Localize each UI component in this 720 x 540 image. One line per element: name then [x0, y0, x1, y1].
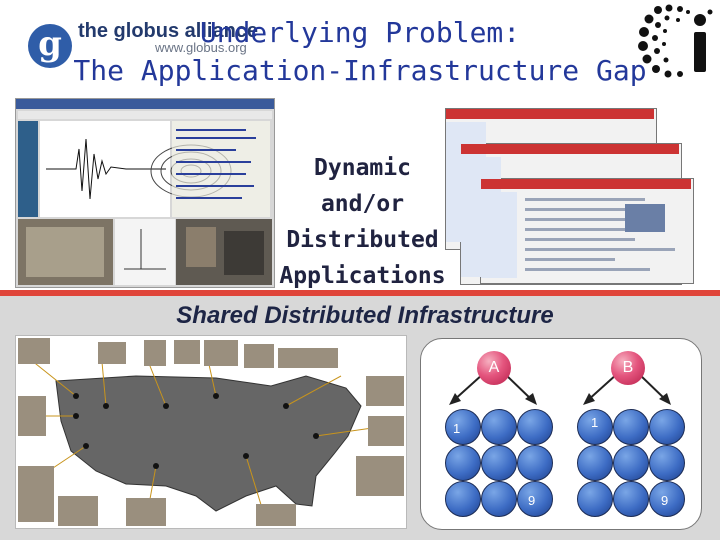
label-line-4: Applications [279, 263, 446, 289]
group-a-last-index: 9 [528, 493, 536, 508]
pool-cell [577, 481, 613, 517]
slide-title-line2: The Application-Infrastructure Gap [73, 54, 647, 87]
pool-cell [577, 445, 613, 481]
pool-cell [613, 481, 649, 517]
pool-arrows [449, 373, 671, 405]
us-map-illustration [18, 338, 404, 526]
pool-cell [649, 445, 685, 481]
dynamic-applications-label: Dynamic and/or Distributed Applications [270, 150, 455, 294]
web-portal-images [446, 109, 691, 278]
group-b-first-index: 1 [591, 415, 599, 430]
pool-cell [517, 409, 553, 445]
section-divider [0, 290, 720, 296]
pool-cell [649, 409, 685, 445]
label-line-3: Distributed [286, 227, 439, 253]
pool-cell [481, 445, 517, 481]
label-line-2: and/or [320, 191, 405, 217]
pool-cell [517, 481, 553, 517]
pool-cell [481, 481, 517, 517]
pool-cell [481, 409, 517, 445]
pool-cell [649, 481, 685, 517]
ci-logo-icon [638, 4, 713, 78]
seismic-app-screenshot [15, 98, 275, 288]
pool-cell [577, 409, 613, 445]
globus-logo-text: the globus alliance [78, 20, 259, 42]
group-a-bubble: A [477, 351, 511, 385]
resource-pool-diagram: A B 1 9 1 9 [420, 338, 702, 530]
group-b-last-index: 9 [661, 493, 669, 508]
group-a-first-index: 1 [453, 421, 461, 436]
pool-cell [613, 409, 649, 445]
seismic-app-image [16, 99, 274, 285]
pool-cell [445, 481, 481, 517]
group-b-bubble: B [611, 351, 645, 385]
us-map-image [15, 335, 407, 529]
globus-logo-icon: g [28, 24, 72, 68]
pool-cell [517, 445, 553, 481]
label-line-1: Dynamic [314, 155, 411, 181]
pool-cell [445, 445, 481, 481]
pool-cell [613, 445, 649, 481]
globus-logo-url: www.globus.org [155, 40, 247, 55]
shared-infrastructure-label: Shared Distributed Infrastructure [176, 302, 554, 329]
pool-cell [445, 409, 481, 445]
slide-title-line1: Underlying Problem: [199, 16, 521, 49]
